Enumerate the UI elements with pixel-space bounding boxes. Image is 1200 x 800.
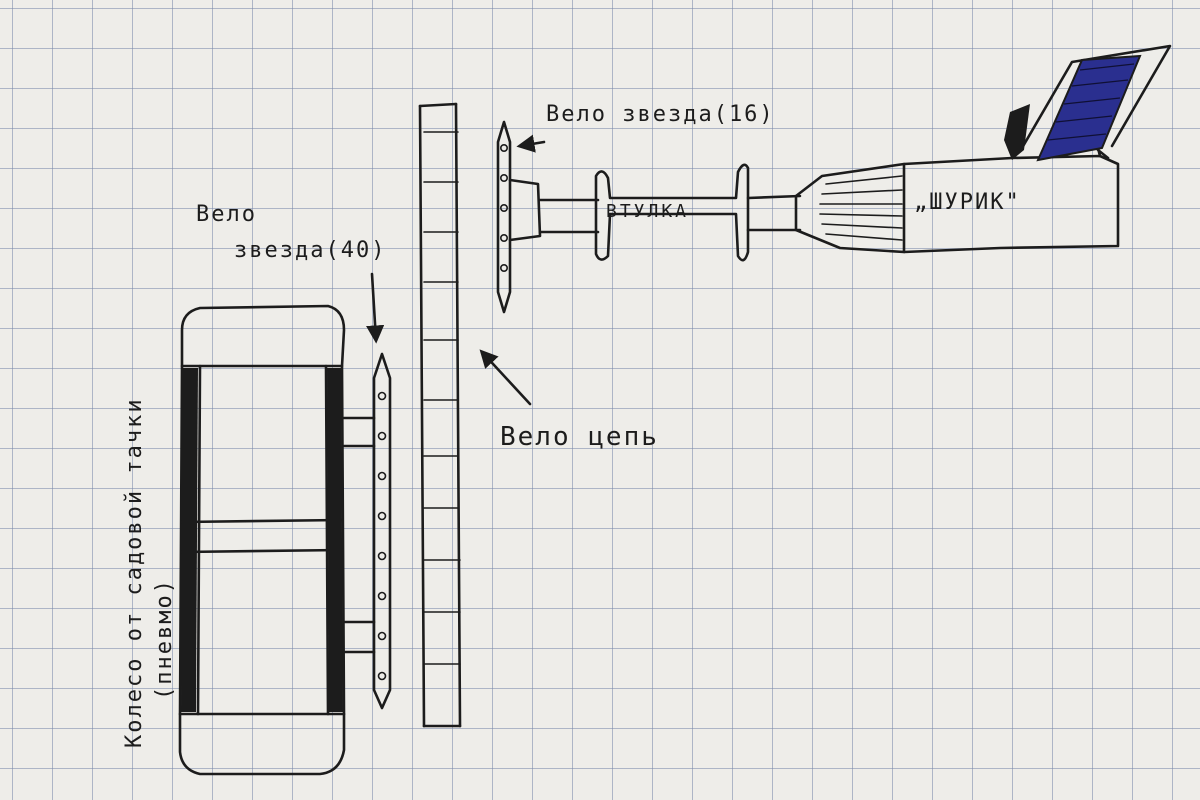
label-wheel-line1: Колесо от садовой тачки — [122, 397, 147, 748]
wheel-spoke — [180, 518, 344, 524]
arrow-big-sprocket — [366, 272, 385, 344]
hub-assembly — [538, 163, 802, 262]
wheel-rim-right — [327, 368, 343, 712]
arrow-chain — [479, 349, 532, 406]
label-sprocket-big-line2: звезда(40) — [234, 238, 387, 263]
drill — [794, 44, 1172, 254]
drill-battery-grip — [1036, 54, 1142, 162]
wheel-tire-bottom — [178, 712, 346, 776]
chain — [418, 102, 462, 728]
wheel-tire-top — [180, 304, 346, 368]
sprocket-big — [372, 352, 392, 710]
label-wheel-line2: (пневмо) — [152, 578, 177, 700]
sprocket-small — [496, 120, 542, 314]
label-sprocket-small: Вело звезда(16) — [546, 102, 775, 127]
arrow-small-sprocket — [516, 134, 546, 153]
drill-trigger — [1004, 104, 1030, 160]
label-chain: Вело цепь — [500, 422, 659, 452]
label-sprocket-big-line1: Вело — [196, 202, 257, 227]
label-hub: втулка — [606, 201, 690, 222]
label-drill: „шурик" — [914, 190, 1021, 215]
wheel-axle-top — [342, 416, 376, 448]
wheel — [178, 304, 376, 776]
wheel-axle-bottom — [342, 620, 376, 654]
wheel-rim-left — [181, 368, 198, 712]
